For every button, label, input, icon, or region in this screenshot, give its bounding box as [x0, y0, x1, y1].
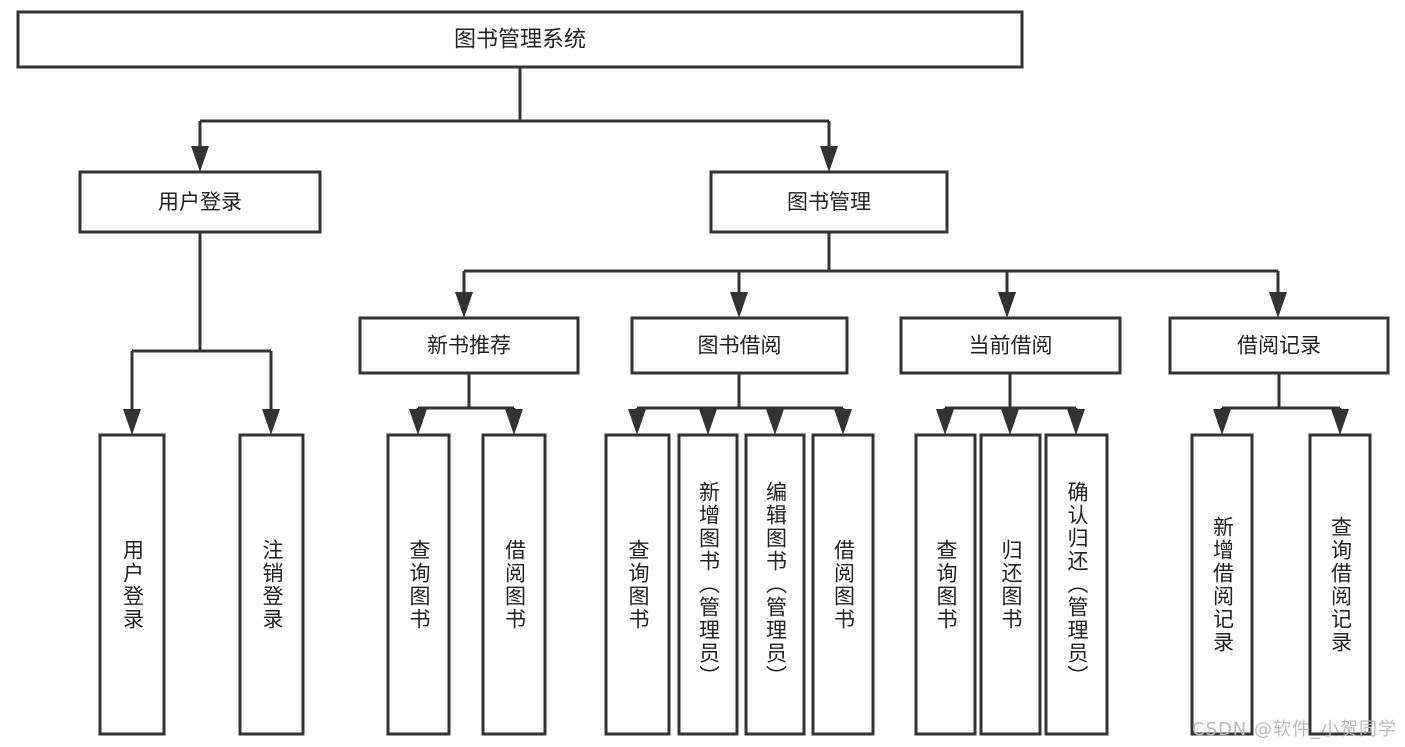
level3-node-2[interactable] [899, 316, 1122, 375]
watermark-text: CSDN @软件_小贺同学 [1191, 719, 1397, 740]
leaf-node-2[interactable] [386, 433, 451, 736]
leaf-node-10[interactable] [1044, 433, 1109, 736]
leaf-node-label: 查询图书 [934, 538, 958, 631]
leaf-node-label: 编辑图书（管理员） [763, 481, 788, 688]
node-label: 当前借阅 [969, 334, 1053, 358]
connectors-layer [123, 67, 1349, 435]
arrow-head-icon [766, 409, 784, 435]
leaf-node-label: 借阅图书 [502, 538, 527, 631]
node-label: 用户登录 [158, 190, 242, 214]
arrow-head-icon [1001, 409, 1019, 435]
leaf-node-5[interactable] [677, 433, 739, 736]
leaf-node-label: 新增借阅记录 [1210, 515, 1235, 654]
node-label: 借阅记录 [1237, 334, 1321, 358]
arrow-head-icon [262, 409, 280, 435]
leaf-node-label: 查询图书 [626, 538, 650, 631]
arrow-head-icon [998, 292, 1016, 318]
level2-node-0[interactable] [78, 170, 322, 234]
arrow-head-icon [730, 292, 748, 318]
node-label: 图书借阅 [698, 334, 782, 358]
arrow-head-icon [1067, 409, 1085, 435]
leaf-node-label: 注销登录 [260, 538, 284, 631]
leaf-node-label: 归还图书 [999, 538, 1023, 631]
arrow-head-icon [699, 409, 717, 435]
leaf-node-12[interactable] [1308, 433, 1372, 736]
leaf-node-label: 借阅图书 [831, 538, 856, 631]
leaf-node-11[interactable] [1190, 433, 1254, 736]
leaf-node-label: 查询借阅记录 [1328, 515, 1353, 654]
leaf-node-label: 用户登录 [120, 538, 145, 631]
arrow-head-icon [409, 409, 427, 435]
leaf-node-label: 新增图书（管理员） [696, 481, 721, 688]
node-label: 图书管理系统 [454, 28, 586, 53]
arrow-head-icon [1213, 409, 1231, 435]
arrow-head-icon [191, 146, 209, 172]
arrow-head-icon [1269, 292, 1287, 318]
node-label: 图书管理 [787, 190, 871, 214]
leaf-node-6[interactable] [744, 433, 806, 736]
leaf-node-4[interactable] [604, 433, 671, 736]
leaf-node-0[interactable] [98, 433, 166, 736]
level3-node-3[interactable] [1168, 316, 1390, 375]
arrow-head-icon [820, 146, 838, 172]
leaf-node-9[interactable] [979, 433, 1042, 736]
leaf-node-8[interactable] [914, 433, 977, 736]
node-label: 新书推荐 [427, 334, 511, 358]
arrow-head-icon [123, 409, 141, 435]
leaf-node-7[interactable] [811, 433, 875, 736]
leaf-node-label: 确认归还（管理员） [1065, 481, 1089, 688]
leaf-node-3[interactable] [481, 433, 547, 736]
level2-node-1[interactable] [709, 170, 949, 234]
level3-node-1[interactable] [630, 316, 849, 375]
arrow-head-icon [936, 409, 954, 435]
leaf-node-1[interactable] [238, 433, 305, 736]
arrow-head-icon [1331, 409, 1349, 435]
arrow-head-icon [628, 409, 646, 435]
leaf-node-label: 查询图书 [407, 538, 431, 631]
level3-node-0[interactable] [358, 316, 580, 375]
arrow-head-icon [834, 409, 852, 435]
root-node-book-management-system[interactable] [16, 10, 1024, 69]
arrow-head-icon [505, 409, 523, 435]
arrow-head-icon [455, 292, 473, 318]
